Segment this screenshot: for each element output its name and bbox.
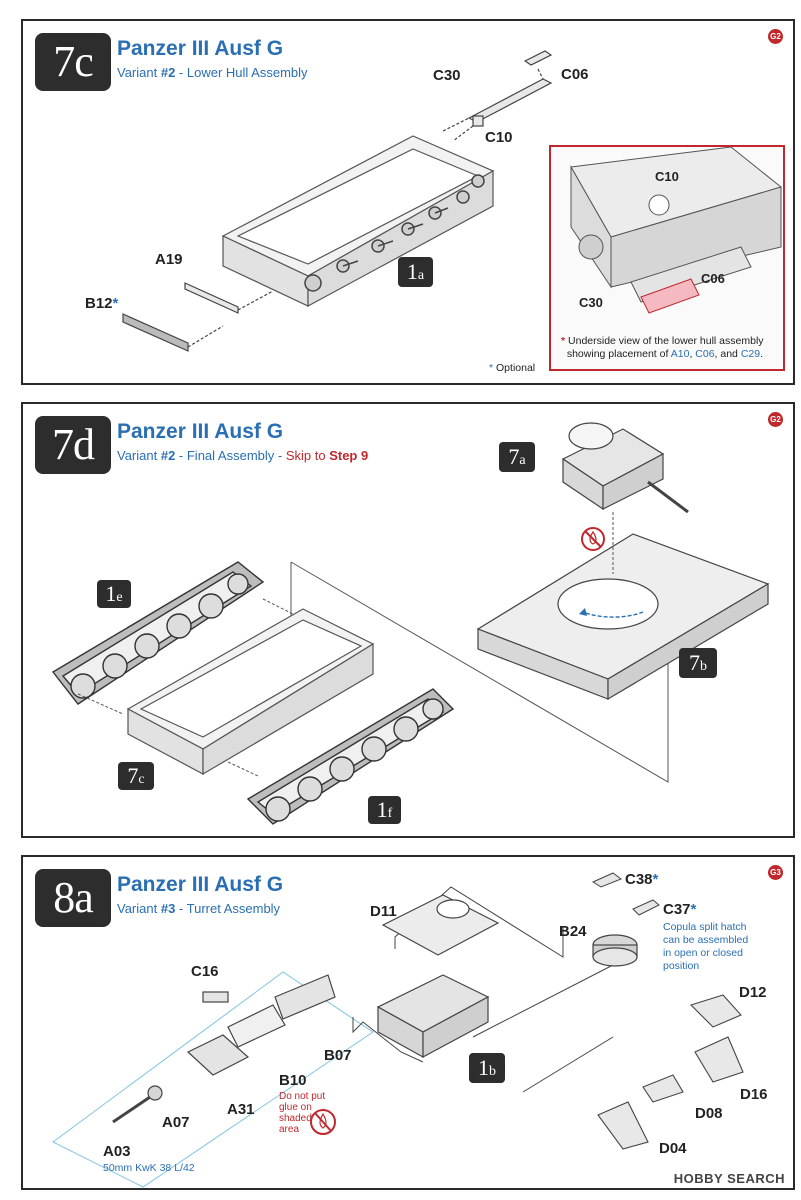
panel-subtitle: Variant #2 - Final Assembly - Skip to St… — [117, 448, 369, 463]
part-label-a31: A31 — [227, 1101, 255, 1118]
part-label-c16: C16 — [191, 963, 219, 980]
sub-assembly-badge-1b: 1b — [469, 1053, 505, 1083]
step-panel-7d: 7d Panzer III Ausf G Variant #2 - Final … — [21, 402, 795, 838]
sheet-code-badge: G2 — [768, 412, 783, 427]
part-label-d08: D08 — [695, 1105, 723, 1122]
panel-title: Panzer III Ausf G — [117, 37, 284, 60]
final-assembly-illustration — [51, 422, 770, 825]
part-label-b10: B10 — [279, 1072, 307, 1089]
sub-assembly-badge-1f: 1f — [368, 796, 401, 824]
note-star-icon: * — [561, 335, 566, 347]
no-glue-icon — [310, 1109, 336, 1135]
part-label-a03: A03 — [103, 1143, 131, 1160]
optional-note: * Optional — [489, 362, 536, 374]
step-number: 8a — [35, 869, 111, 927]
step-panel-8a: 8a Panzer III Ausf G Variant #3 - Turret… — [21, 855, 795, 1190]
step-number: 7d — [35, 416, 111, 474]
panel-title: Panzer III Ausf G — [117, 420, 284, 443]
optional-star-icon: * — [112, 295, 119, 312]
part-label-a07: A07 — [162, 1114, 190, 1131]
optional-star-icon: * — [489, 362, 494, 374]
lower-hull-illustration — [122, 50, 553, 352]
sub-assembly-badge-1a: 1a — [398, 257, 433, 287]
panel-subtitle: Variant #3 - Turret Assembly — [117, 901, 281, 916]
part-label-c10: C10 — [485, 129, 513, 146]
copula-note: Copula split hatch can be assembled in o… — [663, 921, 749, 972]
part-label-d12: D12 — [739, 984, 767, 1001]
step-number: 7c — [35, 33, 111, 91]
panel-subtitle: Variant #2 - Lower Hull Assembly — [117, 65, 308, 80]
sub-assembly-badge-7b: 7b — [679, 648, 717, 678]
gun-caption: 50mm KwK 38 L/42 — [103, 1162, 195, 1174]
step-panel-7c: 7c Panzer III Ausf G Variant #2 - Lower … — [21, 19, 795, 385]
part-label-b24: B24 — [559, 923, 587, 940]
sub-assembly-badge-7c: 7c — [118, 762, 154, 790]
part-label-d11: D11 — [370, 903, 397, 920]
part-label-d04: D04 — [659, 1140, 687, 1157]
part-label-c30: C30 — [433, 67, 461, 84]
sheet-code-badge: G3 — [768, 865, 783, 880]
part-label-a19: A19 — [155, 251, 183, 268]
part-label-d16: D16 — [740, 1086, 768, 1103]
inset-note: * Underside view of the lower hull assem… — [561, 335, 764, 360]
panel-title: Panzer III Ausf G — [117, 873, 284, 896]
inset-label-c06: C06 — [701, 271, 725, 286]
sub-assembly-badge-1e: 1e — [97, 580, 131, 608]
sub-assembly-badge-7a: 7a — [499, 442, 535, 472]
part-label-b07: B07 — [324, 1047, 352, 1064]
watermark: HOBBY SEARCH — [673, 1171, 785, 1186]
part-label-c06: C06 — [561, 66, 589, 83]
underside-view-inset: C10 C06 C30 * Underside view of the lowe… — [549, 145, 785, 371]
part-label-c38: C38* — [625, 871, 659, 888]
optional-star-icon: * — [652, 871, 659, 888]
sheet-code-badge: G2 — [768, 29, 783, 44]
part-label-c37: C37* — [663, 901, 697, 918]
optional-star-icon: * — [690, 901, 697, 918]
underside-illustration — [570, 147, 783, 314]
no-glue-icon — [581, 527, 605, 551]
part-label-b12: B12* — [85, 295, 119, 312]
turret-assembly-illustration — [52, 872, 744, 1188]
glue-warning-note: Do not put glue on shaded area — [279, 1091, 326, 1135]
inset-label-c10: C10 — [655, 169, 679, 184]
inset-label-c30: C30 — [579, 295, 603, 310]
